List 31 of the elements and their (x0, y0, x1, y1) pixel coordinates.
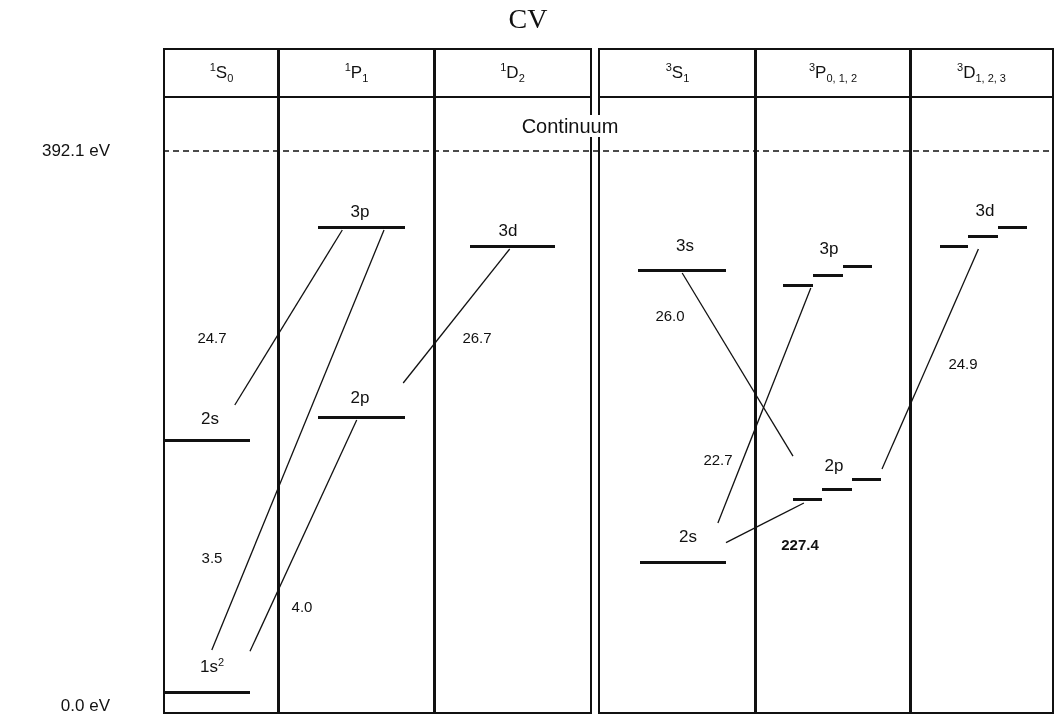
level-label: 2s (679, 527, 697, 545)
transition-line (234, 229, 343, 406)
level-label: 3d (498, 221, 518, 239)
level-label: 3p (350, 202, 370, 220)
level-label: 3s (676, 236, 694, 254)
energy-axis-label: 392.1 eV (41, 141, 110, 161)
level-label: 3d (975, 201, 995, 219)
level-label: 2s (201, 409, 219, 427)
header-cell: $^{1}$S$_{0}$ (165, 50, 278, 98)
transition-line (881, 248, 980, 470)
transition-line (725, 502, 805, 544)
header-cell: $^{3}$S$_{1}$ (600, 50, 755, 98)
transition-line (717, 287, 812, 524)
term-column (277, 48, 436, 714)
header-cell: $^{3}$P$_{0, 1, 2}$ (756, 50, 910, 98)
header-cell: $^{3}$D$_{1, 2, 3}$ (911, 50, 1052, 98)
level-label: 2p (824, 456, 844, 474)
level-label: 3p (819, 239, 839, 257)
term-column (754, 48, 912, 714)
transition-line (249, 419, 358, 652)
region-label: Continuum (521, 115, 619, 137)
transition-line (211, 229, 385, 651)
level-label: 1s$^{2}$ (199, 656, 225, 676)
transition-line (402, 248, 511, 384)
transition-line (681, 272, 794, 457)
energy-axis-label: 0.0 eV (60, 696, 110, 716)
header-cell: $^{1}$P$_{1}$ (279, 50, 434, 98)
diagram-title: CV (508, 3, 548, 34)
header-cell: $^{1}$D$_{2}$ (435, 50, 590, 98)
level-label: 2p (350, 388, 370, 406)
term-column (909, 48, 1054, 714)
